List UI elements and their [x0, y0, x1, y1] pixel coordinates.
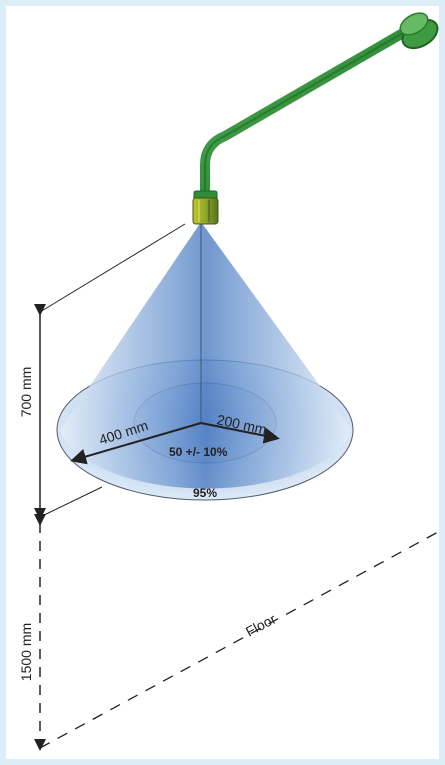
height-extension-top	[39, 223, 186, 313]
inner-radius-arrow	[200, 422, 280, 444]
height-extension-bottom	[39, 486, 103, 518]
supply-pipe	[200, 21, 420, 204]
spray-height-label: 700 mm	[18, 367, 34, 418]
outer-radius-arrow	[70, 422, 202, 465]
spray-cone	[60, 222, 352, 489]
pipe-outline	[204, 25, 416, 200]
floor-label: Floor	[243, 610, 279, 639]
inner-percent-label: 50 +/- 10%	[169, 445, 228, 459]
nozzle	[192, 190, 219, 225]
pipe-end-cap	[399, 12, 439, 50]
floor-line	[39, 531, 439, 749]
outer-percent-label: 95%	[193, 486, 217, 500]
floor-distance-label: 1500 mm	[18, 623, 34, 681]
